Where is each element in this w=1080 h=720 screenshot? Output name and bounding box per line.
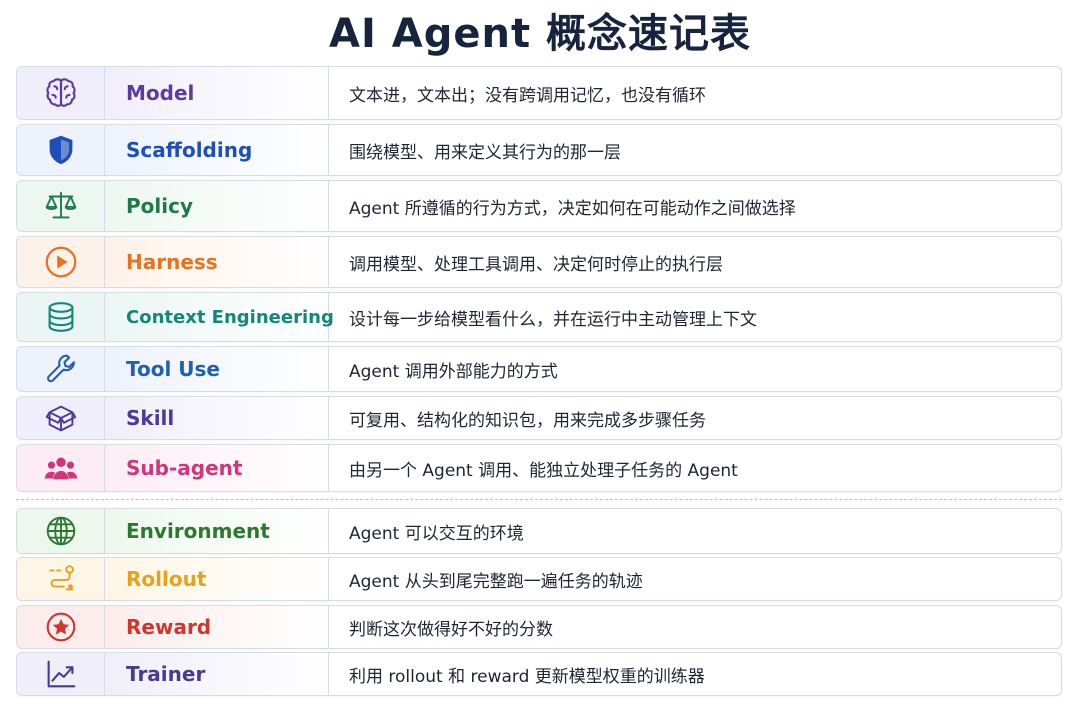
- section-divider: [16, 499, 1062, 500]
- icon-cell: [17, 397, 105, 439]
- concept-row-sub-agent: Sub-agent 由另一个 Agent 调用、能独立处理子任务的 Agent: [16, 444, 1062, 492]
- brain-icon: [45, 78, 76, 107]
- term-label: Rollout: [105, 558, 329, 600]
- icon-cell: [17, 347, 105, 391]
- database-icon: [48, 302, 73, 332]
- term-description: 设计每一步给模型看什么，并在运行中主动管理上下文: [349, 309, 757, 330]
- concept-row-trainer: Trainer 利用 rollout 和 reward 更新模型权重的训练器: [16, 652, 1062, 696]
- scales-icon: [45, 191, 76, 219]
- term-label: Sub-agent: [105, 445, 329, 491]
- trend-chart-icon: [47, 660, 75, 688]
- play-circle-icon: [45, 246, 76, 278]
- concept-row-policy: Policy Agent 所遵循的行为方式，决定如何在可能动作之间做选择: [16, 180, 1062, 232]
- icon-cell: [17, 237, 105, 287]
- term-label: Environment: [105, 509, 329, 553]
- concept-row-tool-use: Tool Use Agent 调用外部能力的方式: [16, 346, 1062, 392]
- term-label: Reward: [105, 606, 329, 648]
- globe-icon: [46, 516, 75, 546]
- concept-row-environment: Environment Agent 可以交互的环境: [16, 508, 1062, 554]
- concept-row-harness: Harness 调用模型、处理工具调用、决定何时停止的执行层: [16, 236, 1062, 288]
- term-description: 利用 rollout 和 reward 更新模型权重的训练器: [349, 666, 705, 687]
- term-label: Model: [105, 67, 329, 119]
- icon-cell: [17, 67, 105, 119]
- term-description: 文本进，文本出；没有跨调用记忆，也没有循环: [349, 85, 706, 106]
- icon-cell: [17, 558, 105, 600]
- users-icon: [44, 457, 77, 480]
- term-label: Tool Use: [105, 347, 329, 391]
- concept-row-context-engineering: Context Engineering 设计每一步给模型看什么，并在运行中主动管…: [16, 292, 1062, 342]
- icon-cell: [17, 509, 105, 553]
- icon-cell: [17, 606, 105, 648]
- concept-row-rollout: Rollout Agent 从头到尾完整跑一遍任务的轨迹: [16, 557, 1062, 601]
- term-description: Agent 所遵循的行为方式，决定如何在可能动作之间做选择: [349, 198, 796, 219]
- icon-cell: [17, 181, 105, 231]
- term-label: Context Engineering: [105, 293, 334, 341]
- term-label: Skill: [105, 397, 329, 439]
- term-description: Agent 可以交互的环境: [349, 523, 524, 544]
- term-description: 判断这次做得好不好的分数: [349, 619, 553, 640]
- term-description: 由另一个 Agent 调用、能独立处理子任务的 Agent: [349, 460, 738, 481]
- term-description: 可复用、结构化的知识包，用来完成多步骤任务: [349, 410, 706, 431]
- term-description: 调用模型、处理工具调用、决定何时停止的执行层: [349, 254, 723, 275]
- term-description: 围绕模型、用来定义其行为的那一层: [349, 142, 621, 163]
- star-badge-icon: [46, 612, 75, 642]
- path-icon: [49, 565, 74, 591]
- term-label: Scaffolding: [105, 125, 329, 175]
- page-title: AI Agent 概念速记表: [328, 11, 751, 57]
- term-description: Agent 调用外部能力的方式: [349, 361, 558, 382]
- icon-cell: [17, 653, 105, 695]
- wrench-icon: [46, 354, 75, 383]
- concept-row-reward: Reward 判断这次做得好不好的分数: [16, 605, 1062, 649]
- term-label: Harness: [105, 237, 329, 287]
- term-label: Trainer: [105, 653, 329, 695]
- package-icon: [45, 405, 76, 432]
- term-label: Policy: [105, 181, 329, 231]
- term-description: Agent 从头到尾完整跑一遍任务的轨迹: [349, 571, 643, 592]
- icon-cell: [17, 125, 105, 175]
- concept-row-model: Model 文本进，文本出；没有跨调用记忆，也没有循环: [16, 66, 1062, 120]
- icon-cell: [17, 293, 105, 341]
- shield-icon: [49, 135, 72, 165]
- concept-row-skill: Skill 可复用、结构化的知识包，用来完成多步骤任务: [16, 396, 1062, 440]
- concept-row-scaffolding: Scaffolding 围绕模型、用来定义其行为的那一层: [16, 124, 1062, 176]
- icon-cell: [17, 445, 105, 491]
